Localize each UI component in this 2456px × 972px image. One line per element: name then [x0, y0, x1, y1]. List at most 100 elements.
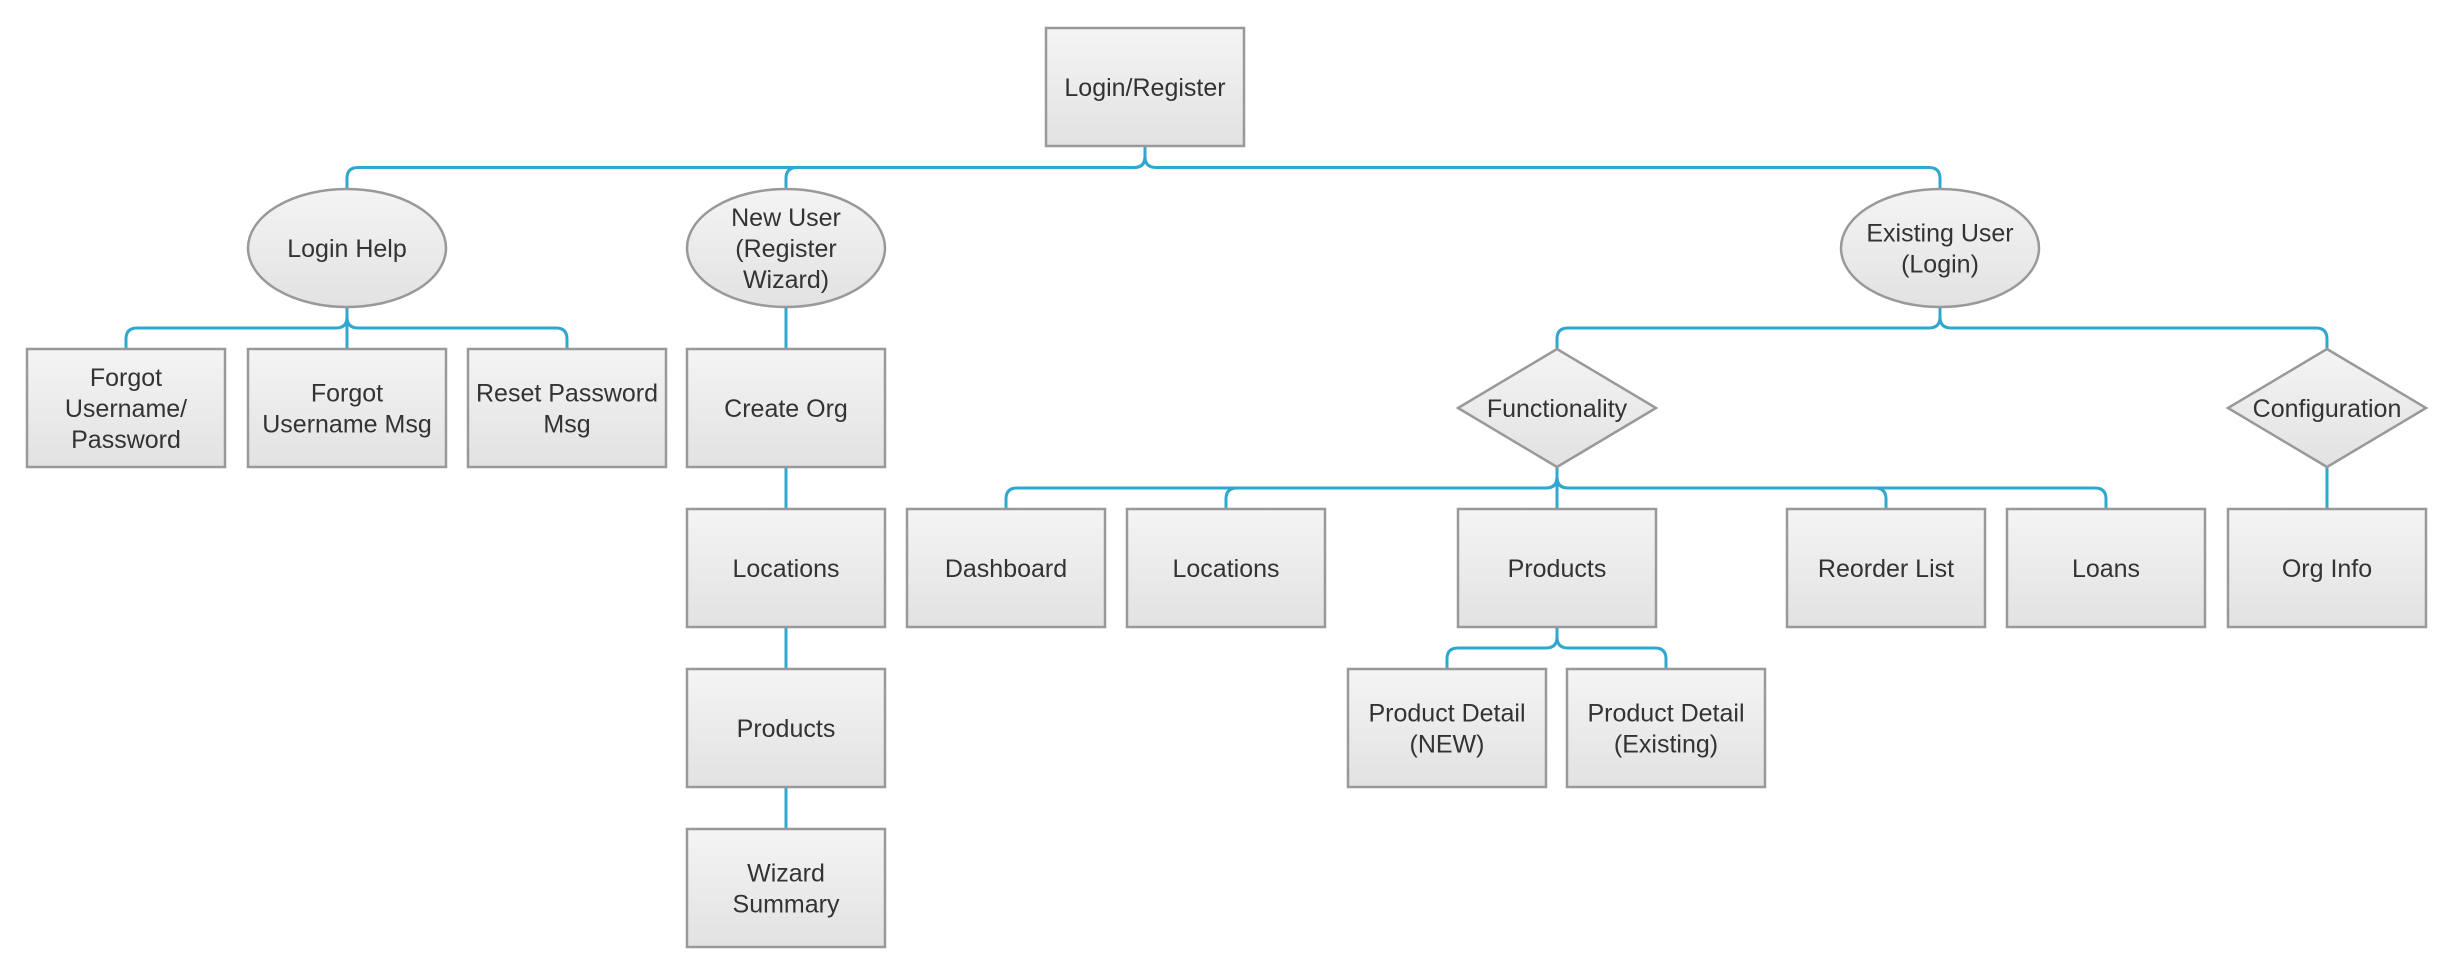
edge-existing-user-to-configuration [1938, 305, 2329, 351]
node-label-line: (NEW) [1410, 731, 1485, 759]
node-label: Products [737, 715, 836, 743]
node-configuration: Configuration [2225, 347, 2429, 469]
rect-shape [905, 507, 1107, 629]
node-label: Functionality [1487, 395, 1628, 423]
node-label-line: (Existing) [1614, 731, 1718, 759]
node-label: Product Detail (NEW) [1368, 700, 1525, 759]
rect-shape [1125, 507, 1327, 629]
node-label-line: Reorder List [1818, 555, 1954, 583]
node-label: Products [1508, 555, 1607, 583]
node-existing-user: Existing User(Login) [1839, 187, 2041, 309]
edge-login-help-to-reset-password-msg [345, 305, 569, 351]
rect-shape [685, 507, 887, 629]
node-label: Org Info [2282, 555, 2372, 583]
node-label: Create Org [724, 395, 848, 423]
node-label-line: Username Msg [262, 411, 432, 439]
node-label-line: Org Info [2282, 555, 2372, 583]
rect-shape [1346, 667, 1548, 789]
node-label-line: Loans [2072, 555, 2140, 583]
node-label-line: Create Org [724, 395, 848, 423]
connectors [124, 144, 2329, 831]
rect-shape [1456, 507, 1658, 629]
rect-shape [685, 827, 887, 949]
rect-shape [685, 667, 887, 789]
edge-functionality-to-loans [1555, 465, 2108, 511]
rect-shape [1044, 26, 1246, 148]
node-wizard-products: Products [685, 667, 887, 789]
node-create-org: Create Org [685, 347, 887, 469]
ellipse-shape [1839, 187, 2041, 309]
node-label: Locations [732, 555, 839, 583]
node-label-line: Login/Register [1064, 74, 1225, 102]
node-label-line: Products [1508, 555, 1607, 583]
node-label-line: (Login) [1901, 251, 1979, 279]
rect-shape [246, 347, 448, 469]
node-label-line: Dashboard [945, 555, 1067, 583]
node-label-line: Product Detail [1368, 700, 1525, 728]
node-locations: Locations [1125, 507, 1327, 629]
edge-products-to-product-detail-existing [1555, 625, 1668, 671]
edge-login-register-to-new-user [784, 144, 1147, 191]
node-label-line: Summary [733, 891, 840, 919]
node-label-line: Locations [1172, 555, 1279, 583]
edge-existing-user-to-functionality [1555, 305, 1942, 351]
node-dashboard: Dashboard [905, 507, 1107, 629]
node-org-info: Org Info [2226, 507, 2428, 629]
node-label-line: New User [731, 204, 841, 232]
node-product-detail-existing: Product Detail (Existing) [1565, 667, 1767, 789]
node-label: Login Help [287, 235, 407, 263]
node-label-line: Locations [732, 555, 839, 583]
node-login-register: Login/Register [1044, 26, 1246, 148]
node-label-line: Login Help [287, 235, 407, 263]
node-label-line: (Register [735, 235, 836, 263]
node-label: Loans [2072, 555, 2140, 583]
node-label-line: Wizard) [743, 266, 829, 294]
node-loans: Loans [2005, 507, 2207, 629]
node-product-detail-new: Product Detail (NEW) [1346, 667, 1548, 789]
diamond-shape [1455, 347, 1659, 469]
node-label-line: Functionality [1487, 395, 1628, 423]
node-label-line: Wizard [747, 860, 825, 888]
node-label-line: Forgot [90, 364, 162, 392]
node-products: Products [1456, 507, 1658, 629]
node-login-help: Login Help [246, 187, 448, 309]
node-label: Existing User(Login) [1866, 220, 2013, 279]
node-functionality: Functionality [1455, 347, 1659, 469]
node-label: Product Detail (Existing) [1587, 700, 1744, 759]
ellipse-shape [685, 187, 887, 309]
node-label-line: Username/ [65, 395, 187, 423]
rect-shape [1785, 507, 1987, 629]
ellipse-shape [246, 187, 448, 309]
node-label-line: Reset Password [476, 380, 658, 408]
diamond-shape [2225, 347, 2429, 469]
edge-functionality-to-locations [1224, 465, 1559, 511]
node-label-line: Password [71, 426, 181, 454]
rect-shape [1565, 667, 1767, 789]
node-label: Dashboard [945, 555, 1067, 583]
node-label-line: Products [737, 715, 836, 743]
node-label: Locations [1172, 555, 1279, 583]
rect-shape [466, 347, 668, 469]
node-label: Configuration [2253, 395, 2402, 423]
rect-shape [2226, 507, 2428, 629]
node-wizard-locations: Locations [685, 507, 887, 629]
node-label-line: Msg [543, 411, 590, 439]
node-label-line: Product Detail [1587, 700, 1744, 728]
rect-shape [25, 347, 227, 469]
edge-login-help-to-forgot-username-password [124, 305, 349, 351]
edge-login-register-to-existing-user [1143, 144, 1942, 191]
node-label: Reorder List [1818, 555, 1954, 583]
node-reorder-list: Reorder List [1785, 507, 1987, 629]
rect-shape [2005, 507, 2207, 629]
edge-products-to-product-detail-new [1445, 625, 1559, 671]
